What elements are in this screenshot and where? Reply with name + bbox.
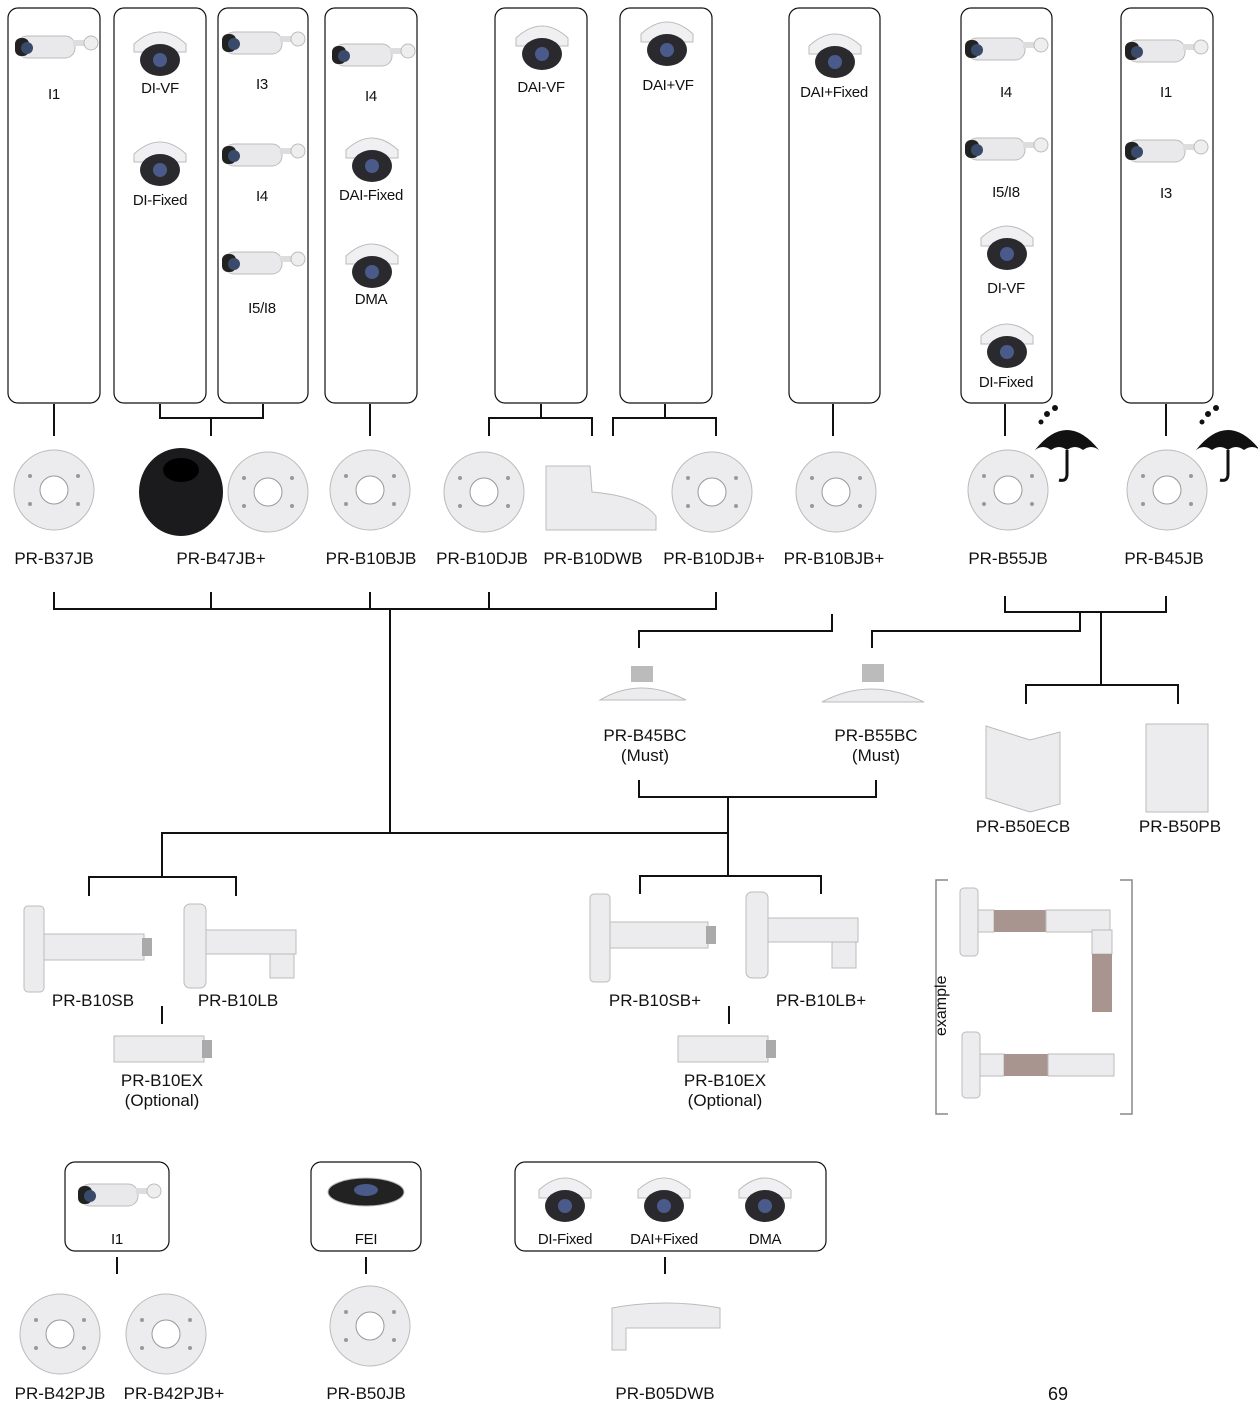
example-label: example (933, 975, 950, 1036)
camera-label: I3 (256, 76, 268, 93)
camera-label: DI-Fixed (978, 374, 1034, 391)
adapter-name: PR-B55BC (834, 726, 918, 745)
extension-label: PR-B10EX (Optional) (121, 1071, 203, 1111)
extension-name: PR-B10EX (120, 1071, 204, 1090)
camera-label: DAI+Fixed (630, 1231, 698, 1248)
camera-label: I4 (1000, 84, 1012, 101)
junction-box-label: PR-B45JB (1124, 549, 1204, 568)
adapter-note: (Must) (851, 746, 901, 765)
adapter-note: (Must) (620, 746, 670, 765)
camera-label: I1 (48, 86, 60, 103)
junction-box-label: PR-B47JB+ (176, 549, 266, 568)
adapter-label: PR-B45BC (Must) (603, 726, 686, 766)
page-number: 69 (1048, 1384, 1069, 1404)
bracket-label: PR-B10SB (51, 991, 135, 1010)
camera-label: DAI-VF (517, 79, 565, 96)
camera-label: I1 (1160, 84, 1172, 101)
camera-label: I4 (256, 188, 268, 205)
camera-label: I5/I8 (992, 184, 1020, 201)
bracket-label: PR-B10LB (197, 991, 279, 1010)
camera-label: I4 (365, 88, 377, 105)
pole-mount-label: PR-B50ECB (975, 817, 1071, 836)
camera-label: DI-Fixed (132, 192, 188, 209)
camera-label: DAI+VF (642, 77, 694, 94)
extension-label: PR-B10EX (Optional) (684, 1071, 766, 1111)
extension-name: PR-B10EX (683, 1071, 767, 1090)
camera-label: DI-VF (987, 280, 1025, 297)
camera-label: FEI (354, 1231, 378, 1248)
extension-note: (Optional) (124, 1091, 200, 1110)
camera-label: DI-VF (141, 80, 179, 97)
junction-box-label: PR-B10DWB (543, 549, 643, 568)
junction-box-label: PR-B10BJB+ (783, 549, 885, 568)
camera-label: DAI-Fixed (339, 187, 403, 204)
camera-label: DMA (354, 291, 388, 308)
junction-box-label: PR-B55JB (968, 549, 1048, 568)
junction-box-label: PR-B10DJB+ (663, 549, 765, 568)
junction-box-label: PR-B10DJB (436, 549, 528, 568)
camera-label: DMA (748, 1231, 782, 1248)
junction-box-label: PR-B10BJB (325, 549, 417, 568)
camera-label: I5/I8 (248, 300, 276, 317)
mount-label: PR-B42PJB (14, 1384, 106, 1403)
camera-label: DAI+Fixed (800, 84, 868, 101)
camera-label: I3 (1160, 185, 1172, 202)
camera-label: I1 (111, 1231, 123, 1248)
mount-label: PR-B42PJB+ (123, 1384, 225, 1403)
mount-label: PR-B50JB (326, 1384, 406, 1403)
camera-label: DI-Fixed (537, 1231, 593, 1248)
bracket-label: PR-B10SB+ (608, 991, 702, 1010)
bracket-label: PR-B10LB+ (775, 991, 867, 1010)
mount-label: PR-B05DWB (615, 1384, 715, 1403)
pole-mount-label: PR-B50PB (1138, 817, 1222, 836)
extension-note: (Optional) (687, 1091, 763, 1110)
adapter-label: PR-B55BC (Must) (834, 726, 917, 766)
junction-box-label: PR-B37JB (14, 549, 94, 568)
adapter-name: PR-B45BC (603, 726, 687, 745)
